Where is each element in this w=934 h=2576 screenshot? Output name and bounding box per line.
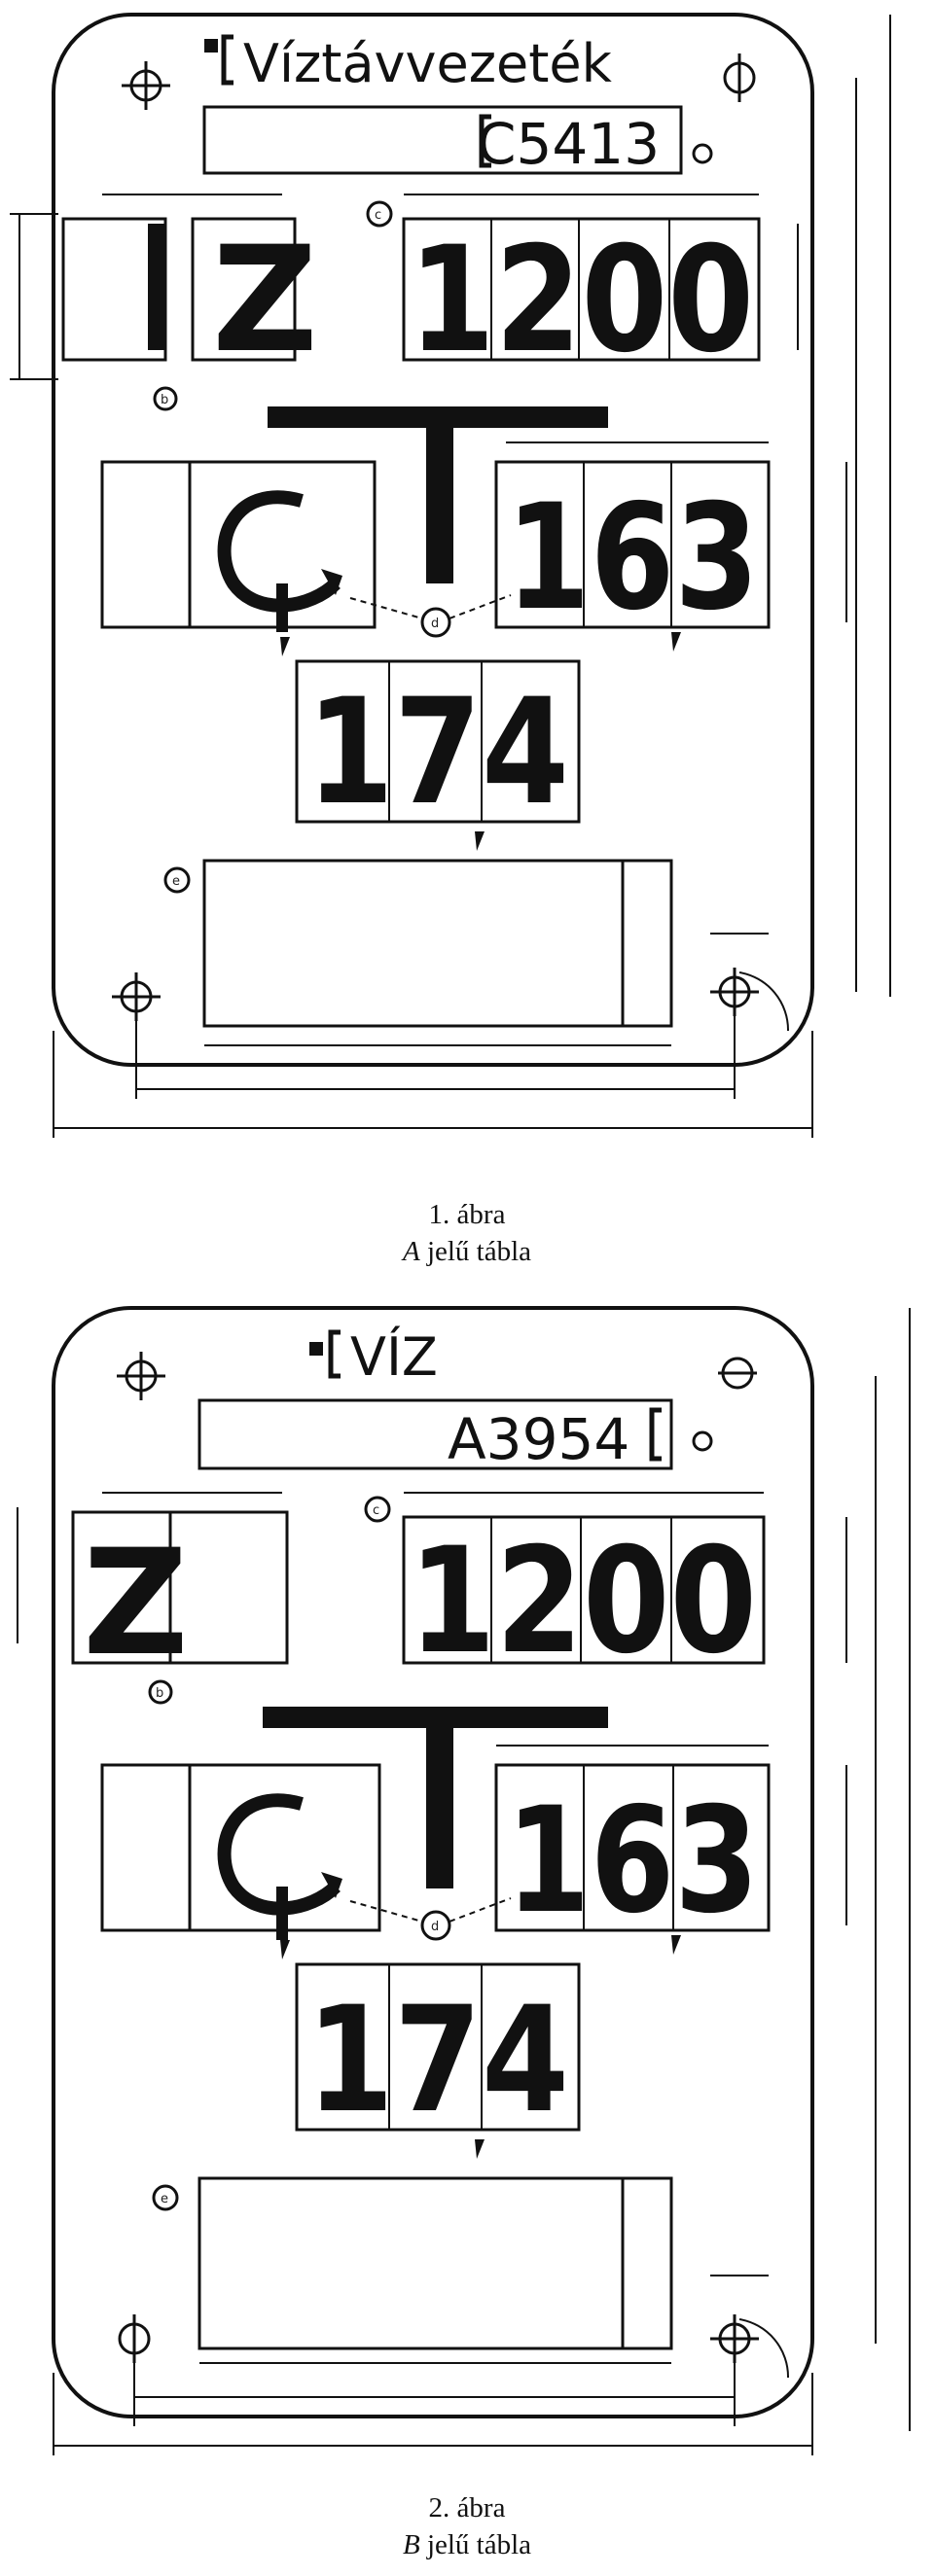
callout-letter: e	[172, 874, 180, 889]
mounting-hole-icon	[710, 968, 759, 1016]
callout-letter: b	[156, 1686, 163, 1701]
code-box	[202, 105, 683, 175]
callout-letter: c	[375, 208, 381, 223]
callout-letter: e	[161, 2192, 168, 2206]
callout-marker	[148, 1679, 173, 1705]
figure-1-caption: 1. ábra A jelű tábla	[0, 1196, 934, 1270]
callout-marker	[364, 1496, 391, 1523]
letter-cell-text: Z	[83, 1519, 189, 1688]
letter-cell-text: Z	[212, 216, 318, 385]
mounting-hole-icon	[718, 1357, 757, 1390]
caption-number: 2. ábra	[428, 2492, 506, 2523]
top-label: VÍZ	[350, 1326, 438, 1388]
top-label: Víztávvezeték	[243, 33, 613, 94]
t-branch-stem	[426, 418, 453, 583]
callout-marker	[420, 607, 451, 638]
plate-outline	[52, 13, 814, 1067]
caption-title: A jelű tábla	[402, 1236, 532, 1267]
diameter-digits: 1200	[409, 216, 754, 385]
mounting-hole-icon	[122, 61, 170, 110]
callout-marker	[366, 200, 393, 228]
t-branch-bar	[268, 406, 608, 428]
diameter-digits: 1200	[409, 1517, 757, 1686]
mounting-hole-icon	[710, 2314, 759, 2363]
callout-marker	[692, 1430, 713, 1452]
branch-digits: 163	[506, 474, 759, 643]
distance-digits: 174	[306, 1976, 569, 2145]
figure-2-caption: 2. ábra B jelű tábla	[0, 2489, 934, 2563]
blank-panel	[202, 859, 673, 1028]
callout-marker	[692, 143, 713, 164]
letter-cell	[168, 1510, 289, 1665]
callout-letter: c	[373, 1503, 379, 1518]
callout-marker	[152, 2184, 179, 2211]
figure-1-drawing: Víztávvezeték C5413 Z b c 1200 163 d	[10, 13, 891, 1138]
caption-number: 1. ábra	[428, 1199, 506, 1230]
callout-letter: d	[431, 1920, 439, 1934]
code-text: C5413	[477, 111, 660, 177]
mounting-hole-icon	[723, 53, 756, 102]
code-text: A3954	[448, 1406, 629, 1472]
callout-letter: d	[431, 617, 439, 631]
mounting-hole-icon	[117, 1352, 165, 1400]
callout-letter: b	[161, 393, 168, 407]
distance-digits: 174	[306, 668, 569, 837]
figure-2-drawing: VÍZ A3954 Z b c 1200 163 d 174 e	[17, 1306, 911, 2455]
callout-marker	[420, 1910, 451, 1941]
branch-direction-arrow-icon	[217, 490, 341, 613]
branch-digits: 163	[506, 1777, 759, 1946]
t-branch-stem	[426, 1718, 453, 1888]
branch-direction-arrow-icon	[217, 1793, 341, 1916]
callout-marker	[153, 386, 178, 411]
blank-panel	[198, 2176, 673, 2350]
callout-marker	[163, 866, 191, 894]
t-branch-bar	[263, 1707, 608, 1728]
mounting-hole-icon	[118, 2314, 151, 2363]
code-box	[198, 1398, 673, 1470]
letter-cell	[191, 217, 297, 362]
caption-title: B jelű tábla	[402, 2529, 532, 2560]
